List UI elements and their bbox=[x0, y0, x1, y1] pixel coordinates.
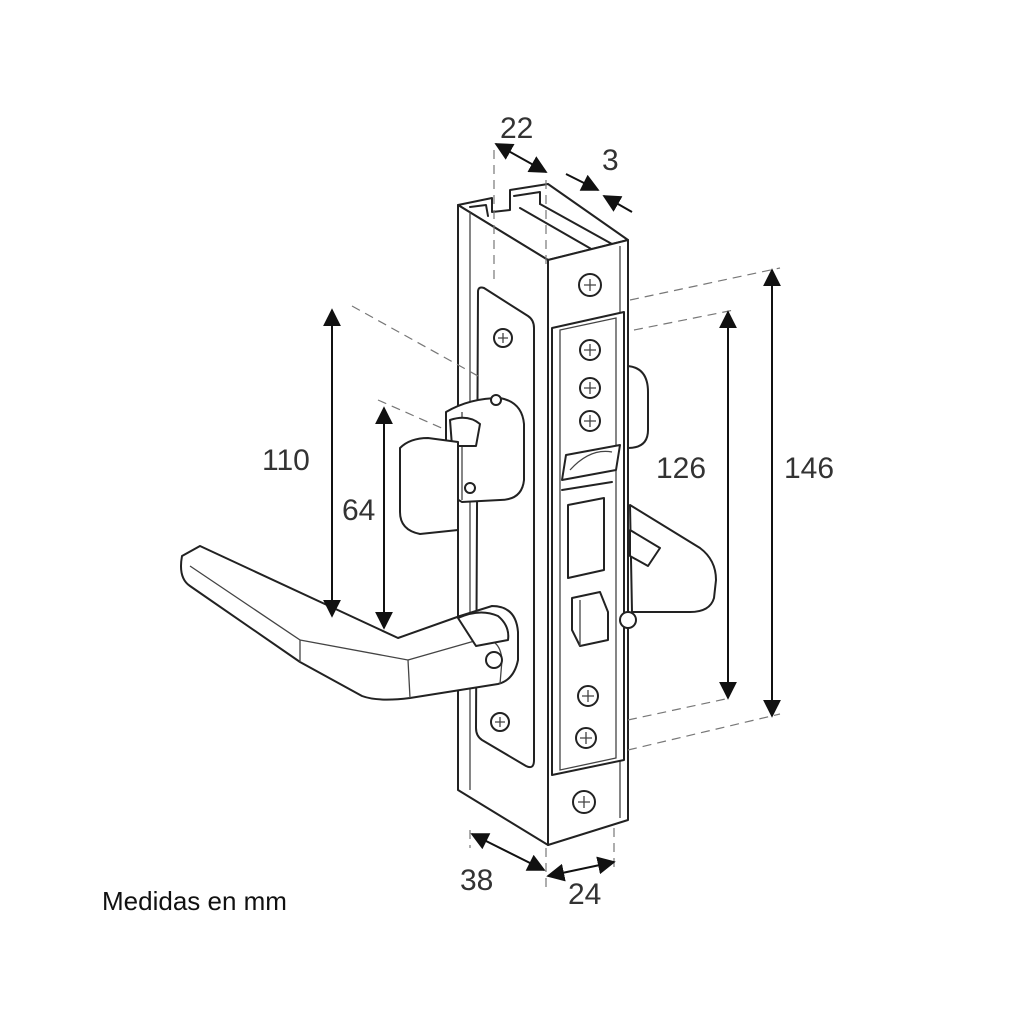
screw-icon bbox=[579, 410, 601, 432]
screw-icon bbox=[493, 328, 513, 348]
cylinder-knob bbox=[399, 394, 525, 535]
lock-front-plate bbox=[551, 311, 625, 776]
brand-logo bbox=[561, 444, 621, 481]
screw-icon bbox=[578, 273, 602, 297]
screw-icon bbox=[572, 790, 596, 814]
dimension-arrows bbox=[323, 143, 781, 882]
rear-cylinder bbox=[627, 365, 649, 449]
dim-3-arrow-b bbox=[602, 195, 633, 213]
rear-handle bbox=[619, 504, 717, 629]
dim-22-arrow bbox=[494, 143, 548, 173]
screw-icon bbox=[579, 377, 601, 399]
plate-screws bbox=[572, 273, 602, 814]
dim-38-label: 38 bbox=[460, 864, 493, 897]
dim-64-label: 64 bbox=[342, 494, 375, 527]
dim-24-label: 24 bbox=[568, 878, 601, 911]
dim-38-arrow bbox=[470, 833, 546, 871]
screw-icon bbox=[577, 685, 599, 707]
escutcheon-plate bbox=[475, 286, 535, 769]
lever-handle bbox=[180, 545, 519, 701]
dim-3-arrow-a bbox=[565, 173, 600, 191]
dim-22-label: 22 bbox=[500, 112, 533, 145]
extension-lines bbox=[351, 150, 781, 888]
dim-146-label: 146 bbox=[784, 452, 834, 485]
units-note: Medidas en mm bbox=[102, 886, 287, 916]
dim-126-label: 126 bbox=[656, 452, 706, 485]
dim-110-label: 110 bbox=[262, 444, 310, 477]
screw-icon bbox=[579, 339, 601, 361]
dim-3-label: 3 bbox=[602, 144, 619, 177]
dim-24-arrow bbox=[546, 856, 616, 882]
screw-icon bbox=[575, 727, 597, 749]
screw-icon bbox=[490, 712, 510, 732]
